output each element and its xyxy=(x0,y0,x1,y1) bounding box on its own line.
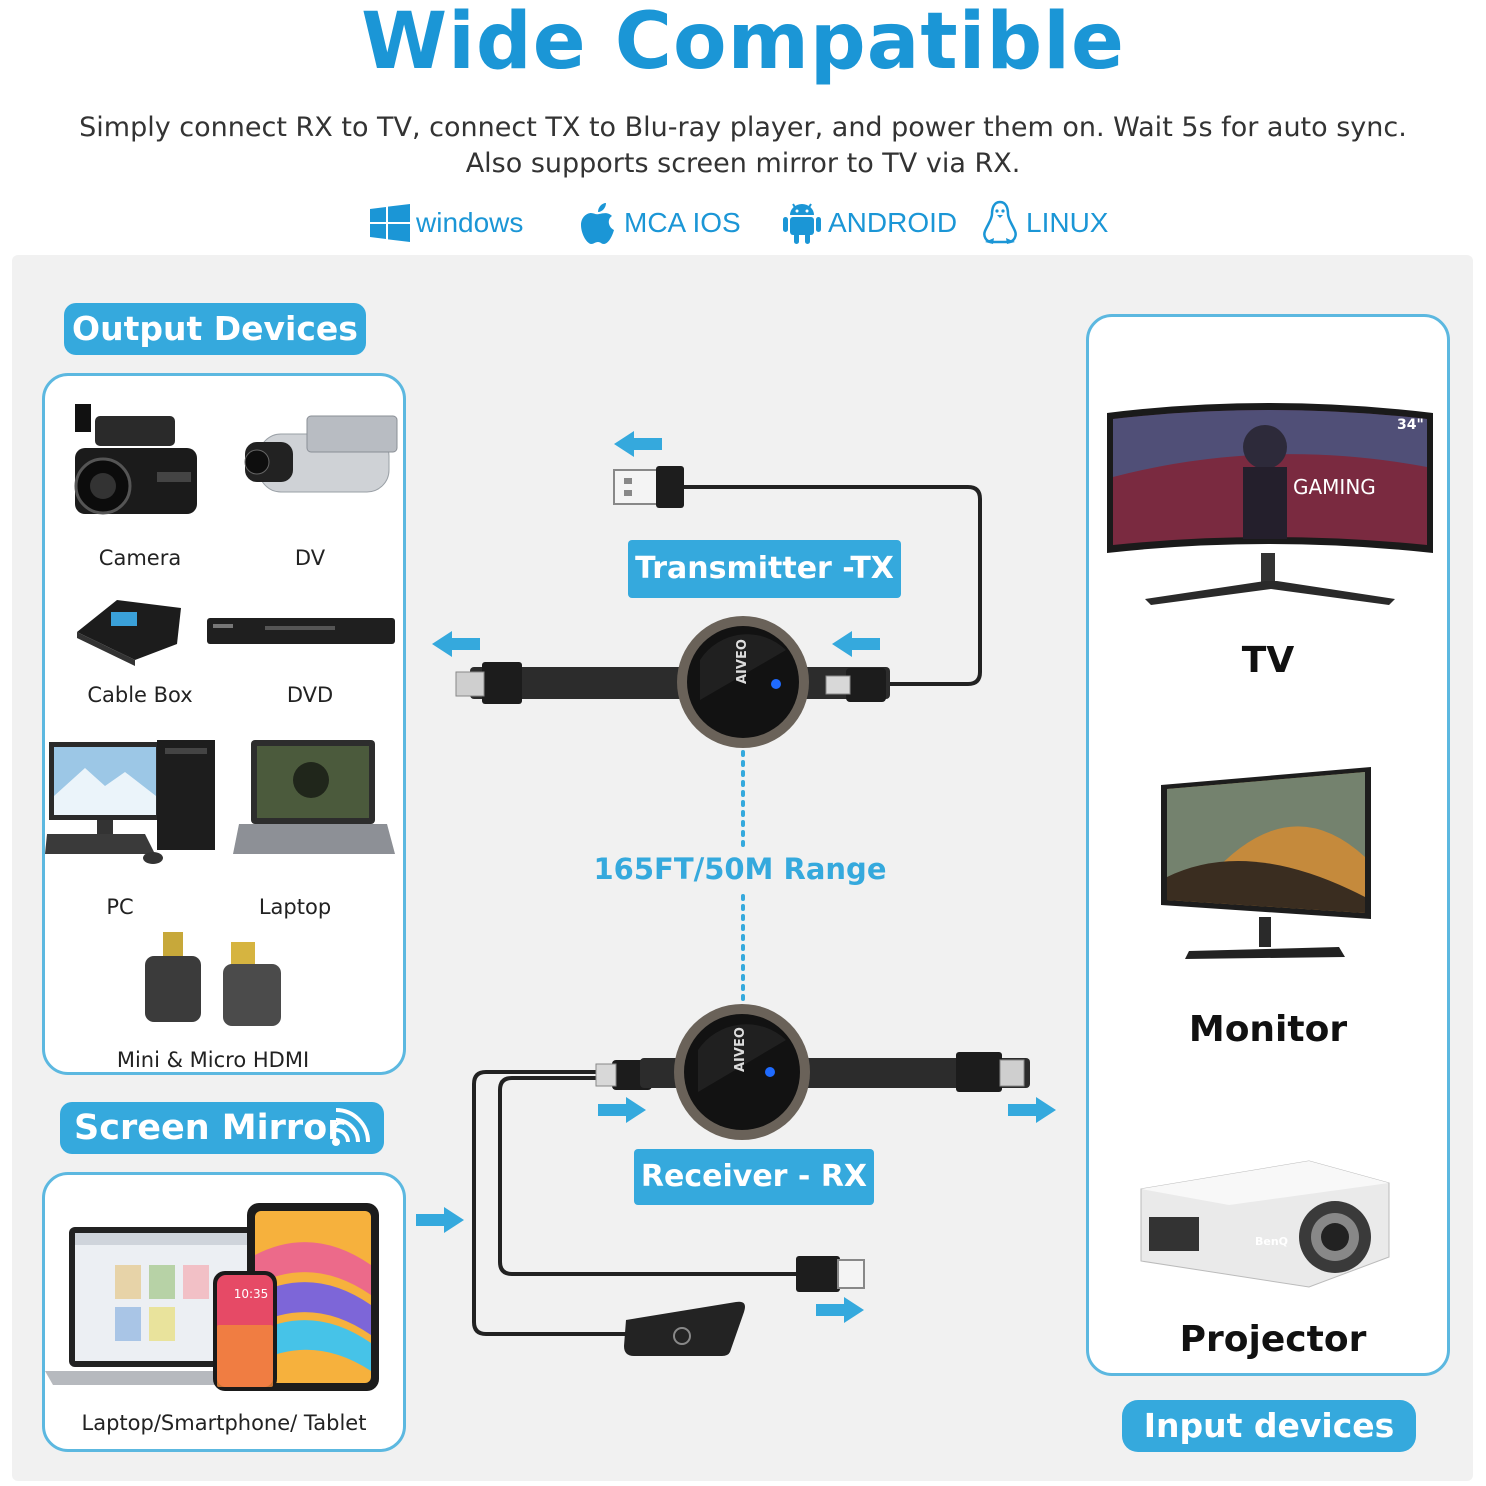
rx-usb-plug xyxy=(796,1256,865,1292)
flow-arrows xyxy=(416,431,1056,1323)
device-label-hdmi: Mini & Micro HDMI xyxy=(116,1048,310,1072)
screen-mirror-box: 10:35 Laptop/Smartphone/ Tablet xyxy=(42,1172,406,1452)
page-title: Wide Compatible xyxy=(361,0,1125,87)
os-windows: windows xyxy=(370,200,523,246)
screen-mirror-title: Screen Mirror xyxy=(60,1102,384,1154)
rx-brand-text: AIVEO xyxy=(733,1027,748,1072)
tv-screen-text: GAMING xyxy=(1293,475,1376,499)
device-label-tv: TV xyxy=(1241,640,1295,681)
screen-mirror-label: Screen Mirror xyxy=(74,1108,345,1148)
laptop-image xyxy=(233,740,395,854)
smartphone-image xyxy=(213,1271,277,1391)
android-icon xyxy=(783,203,821,244)
dvd-player-image xyxy=(207,618,395,644)
os-mac: MCA IOS xyxy=(580,200,741,246)
os-android: ANDROID xyxy=(782,200,957,246)
camcorder-image xyxy=(244,415,398,493)
tx-brand-text: AIVEO xyxy=(735,639,750,684)
receiver-label: Receiver - RX xyxy=(634,1149,874,1205)
tx-usb-cable xyxy=(680,485,982,686)
tx-usb-plug xyxy=(613,466,684,508)
tv-size-badge: 34" xyxy=(1397,417,1424,433)
subtitle-line-1: Simply connect RX to TV, connect TX to B… xyxy=(79,112,1407,143)
arrow-right-icon xyxy=(416,1207,464,1233)
device-label-dvd: DVD xyxy=(286,683,334,707)
os-label: MCA IOS xyxy=(624,207,741,238)
transmitter-label: Transmitter -TX xyxy=(628,540,901,598)
wireless-button xyxy=(624,1301,745,1356)
device-label-laptop: Laptop xyxy=(258,895,332,919)
output-devices-art xyxy=(45,404,398,1026)
os-label: windows xyxy=(416,207,524,238)
pc-image xyxy=(45,740,215,864)
wifi-icon xyxy=(332,1108,370,1146)
tv-image xyxy=(1107,403,1433,605)
cable-box-image xyxy=(77,600,181,666)
arrow-right-icon xyxy=(816,1297,864,1323)
os-label: LINUX xyxy=(1026,207,1109,238)
device-label-dv: DV xyxy=(294,546,326,570)
os-label: ANDROID xyxy=(828,207,958,238)
tx-dongle: AIVEO xyxy=(677,616,809,748)
input-devices-box: GAMING 34" BenQ TV Monitor Projector xyxy=(1086,314,1450,1376)
rx-dongle: AIVEO xyxy=(674,1004,810,1140)
input-devices-title: Input devices xyxy=(1122,1400,1416,1452)
rx-cable-outer xyxy=(472,1070,632,1336)
input-devices-art xyxy=(1107,403,1433,1288)
device-label-cable-box: Cable Box xyxy=(87,683,193,707)
mirror-devices-art xyxy=(45,1203,379,1391)
subtitle-line-2: Also supports screen mirror to TV via RX… xyxy=(465,148,1021,179)
hdmi-adapters-image xyxy=(145,932,281,1026)
os-linux: LINUX xyxy=(980,200,1108,246)
arrow-right-icon xyxy=(598,1097,646,1123)
rx-cable-inner xyxy=(498,1076,798,1276)
arrow-left-icon xyxy=(432,631,480,657)
camera-image xyxy=(74,404,197,515)
arrow-left-icon xyxy=(832,631,880,657)
output-devices-box: Camera DV Cable Box DVD PC Laptop Mini &… xyxy=(42,373,406,1075)
projector-brand-text: BenQ xyxy=(1255,1235,1289,1248)
windows-icon xyxy=(370,204,410,242)
range-label: 165FT/50M Range xyxy=(593,852,887,886)
device-label-pc: PC xyxy=(106,895,134,919)
monitor-image xyxy=(1161,767,1371,959)
device-label-projector: Projector xyxy=(1179,1319,1367,1360)
output-devices-title: Output Devices xyxy=(64,303,366,355)
linux-icon xyxy=(983,200,1017,244)
arrow-left-icon xyxy=(614,431,662,457)
projector-image xyxy=(1140,1160,1390,1288)
phone-time: 10:35 xyxy=(233,1287,269,1301)
arrow-right-icon xyxy=(1008,1097,1056,1123)
device-label-monitor: Monitor xyxy=(1188,1009,1348,1050)
apple-icon xyxy=(581,203,614,244)
device-label-camera: Camera xyxy=(98,546,182,570)
tablet-image xyxy=(247,1203,379,1391)
mirror-device-label: Laptop/Smartphone/ Tablet xyxy=(81,1411,367,1435)
